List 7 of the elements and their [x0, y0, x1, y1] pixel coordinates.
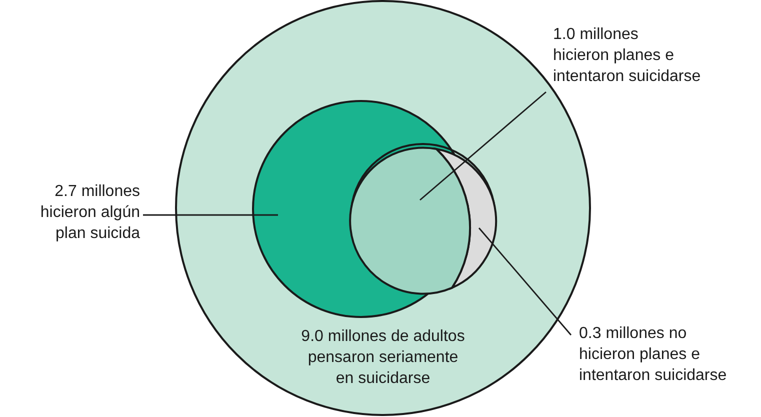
leader-line [478, 228, 572, 336]
callout-label: 2.7 millones hicieron algún plan suicida [12, 181, 140, 244]
region-label: 9.0 millones de adultos pensaron seriamente en suicidarse [300, 327, 466, 389]
leader-line [420, 91, 546, 201]
callout-label: 0.3 millones no hicieron planes e intentaron suicidarse [579, 323, 759, 386]
callout-label: 1.0 millones hicieron planes e intentaron suicidarse [553, 24, 743, 87]
leader-line [143, 214, 278, 216]
